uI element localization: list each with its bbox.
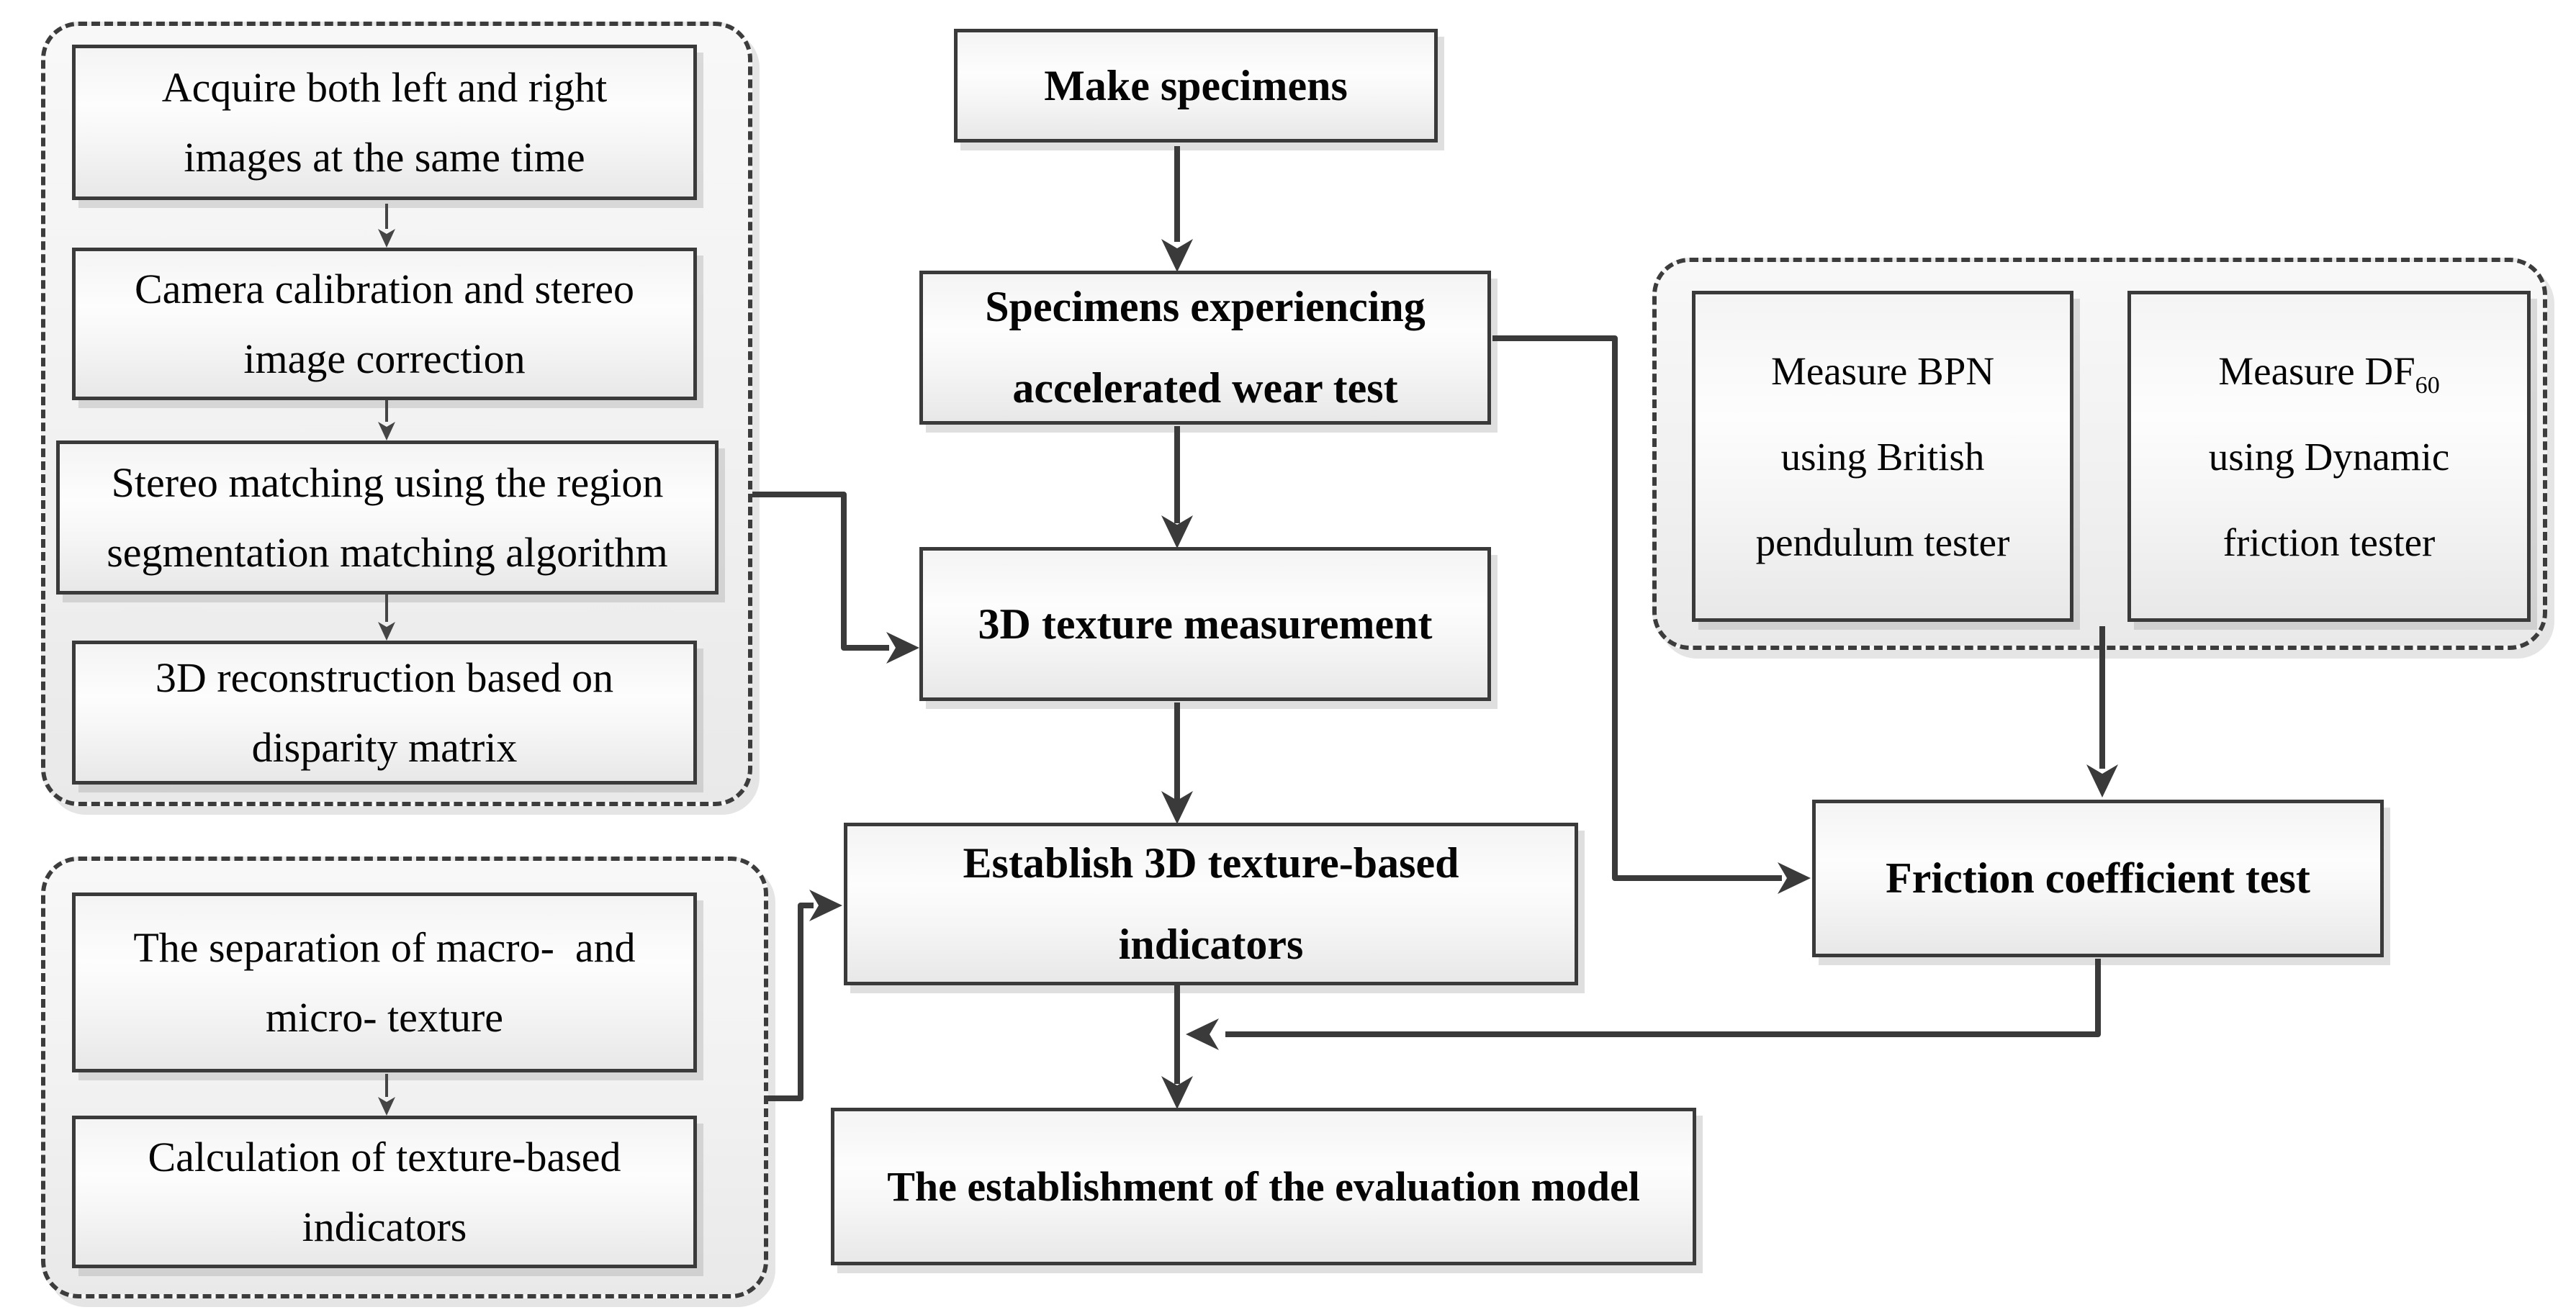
connector-texture-panel-to-establish [768, 903, 814, 1101]
arrowhead-right-icon [886, 632, 919, 664]
node-3d-texture-measurement: 3D texture measurement [919, 547, 1491, 701]
node-line: accelerated wear test [1012, 364, 1398, 412]
node-line: Make specimens [1044, 61, 1348, 109]
node-calculation-indicators: Calculation of texture-based indicators [72, 1116, 697, 1268]
node-line: Calculation of texture-based [148, 1134, 621, 1180]
arrowhead-down-icon [1161, 1076, 1193, 1109]
node-friction-coefficient-test: Friction coefficient test [1812, 800, 2384, 957]
node-line: segmentation matching algorithm [107, 529, 668, 576]
node-separation-macro-micro: The separation of macro- and micro- text… [72, 893, 697, 1072]
node-line: image correction [243, 335, 526, 382]
node-line: disparity matrix [251, 724, 518, 771]
node-line: images at the same time [184, 134, 585, 181]
node-line: Stereo matching using the region [111, 459, 664, 506]
node-line: using British [1780, 434, 1985, 479]
node-line: micro- texture [265, 994, 504, 1041]
node-acquire-images: Acquire both left and right images at th… [72, 45, 697, 200]
node-line: 3D reconstruction based on [155, 654, 614, 701]
node-stereo-matching: Stereo matching using the region segment… [56, 440, 719, 595]
node-line: 3D texture measurement [978, 600, 1433, 648]
node-line: Acquire both left and right [161, 64, 608, 111]
arrowhead-down-icon [1161, 239, 1193, 272]
node-line: Establish 3D texture-based [963, 839, 1459, 887]
df-label-text: Measure DF [2218, 348, 2415, 393]
node-line: The establishment of the evaluation mode… [887, 1163, 1640, 1210]
node-line: friction tester [2223, 520, 2436, 564]
node-line: indicators [1118, 921, 1304, 968]
node-evaluation-model: The establishment of the evaluation mode… [831, 1108, 1696, 1265]
arrowhead-left-icon [1186, 1018, 1219, 1050]
arrowhead-down-icon [1161, 515, 1193, 548]
node-measure-df60: Measure DF60 using Dynamic friction test… [2127, 291, 2531, 622]
arrowhead-right-icon [1778, 862, 1811, 894]
node-camera-calibration: Camera calibration and stereo image corr… [72, 248, 697, 400]
arrowhead-down-icon [1161, 791, 1193, 824]
node-line: Specimens experiencing [985, 283, 1426, 330]
node-accelerated-wear-test: Specimens experiencing accelerated wear … [919, 271, 1491, 425]
node-measure-bpn: Measure BPN using British pendulum teste… [1692, 291, 2073, 622]
node-line: Measure BPN [1770, 348, 1995, 393]
node-line: Camera calibration and stereo [134, 266, 635, 312]
node-line: indicators [302, 1203, 467, 1250]
node-line: Measure DF60 [2218, 348, 2440, 398]
node-line: Friction coefficient test [1886, 854, 2310, 902]
node-line: pendulum tester [1755, 520, 2010, 564]
node-line: using Dynamic [2208, 434, 2450, 479]
node-establish-indicators: Establish 3D texture-based indicators [844, 823, 1578, 985]
arrowhead-right-icon [809, 890, 842, 921]
df-subscript: 60 [2415, 371, 2440, 399]
node-3d-reconstruction: 3D reconstruction based on disparity mat… [72, 641, 697, 785]
connector-stereo-panel-to-measure3d [752, 492, 889, 651]
node-line: The separation of macro- and [133, 924, 636, 971]
node-make-specimens: Make specimens [954, 29, 1438, 143]
arrowhead-down-icon [2086, 764, 2118, 797]
